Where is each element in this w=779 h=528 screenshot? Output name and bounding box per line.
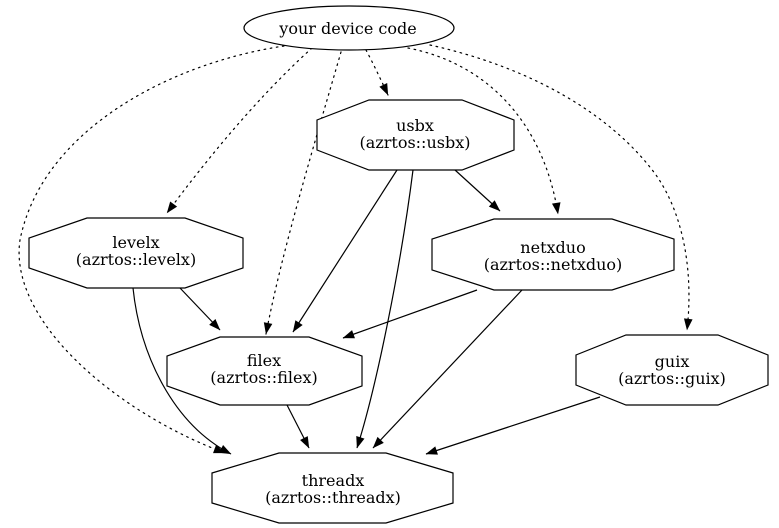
edge-guix-threadx — [425, 396, 601, 455]
filex-octagon — [166, 336, 363, 406]
filex-subtitle: (azrtos::filex) — [210, 368, 317, 387]
node-your-device-code: your device code — [243, 5, 455, 51]
guix-title: guix — [655, 352, 690, 371]
node-netxduo: netxduo (azrtos::netxduo) — [431, 218, 675, 291]
node-usbx: usbx (azrtos::usbx) — [316, 99, 515, 171]
edge-levelx-threadx — [132, 287, 232, 455]
edge-usbx-netxduo — [454, 169, 501, 212]
edge-device-threadx — [18, 45, 285, 454]
your-device-code-ellipse — [243, 5, 455, 51]
netxduo-octagon — [431, 218, 675, 291]
edge-netxduo-threadx — [372, 289, 523, 449]
edge-device-filex — [263, 51, 342, 335]
edge-device-netxduo — [407, 47, 561, 215]
edge-device-usbx — [365, 49, 389, 96]
threadx-subtitle: (azrtos::threadx) — [265, 488, 401, 507]
guix-octagon — [575, 334, 769, 406]
threadx-title: threadx — [302, 471, 365, 490]
your-device-code-label: your device code — [278, 19, 416, 38]
levelx-octagon — [28, 217, 244, 289]
threadx-octagon — [211, 452, 454, 524]
usbx-title: usbx — [396, 116, 434, 135]
edge-device-guix — [429, 44, 693, 331]
node-filex: filex (azrtos::filex) — [166, 336, 363, 406]
filex-title: filex — [247, 351, 281, 370]
node-threadx: threadx (azrtos::threadx) — [211, 452, 454, 524]
guix-subtitle: (azrtos::guix) — [618, 369, 726, 388]
edge-filex-threadx — [286, 404, 310, 449]
levelx-title: levelx — [112, 233, 159, 252]
netxduo-title: netxduo — [520, 238, 585, 257]
dotted-edges-group — [18, 44, 693, 454]
netxduo-subtitle: (azrtos::netxduo) — [484, 255, 623, 274]
levelx-subtitle: (azrtos::levelx) — [76, 250, 196, 269]
edge-netxduo-filex — [342, 289, 478, 339]
edge-usbx-threadx — [356, 169, 414, 449]
usbx-octagon — [316, 99, 515, 171]
edge-device-levelx — [166, 47, 313, 214]
edge-levelx-filex — [179, 287, 221, 331]
solid-edges-group — [132, 169, 601, 455]
node-guix: guix (azrtos::guix) — [575, 334, 769, 406]
usbx-subtitle: (azrtos::usbx) — [360, 133, 471, 152]
node-levelx: levelx (azrtos::levelx) — [28, 217, 244, 289]
edge-usbx-filex — [292, 169, 398, 333]
